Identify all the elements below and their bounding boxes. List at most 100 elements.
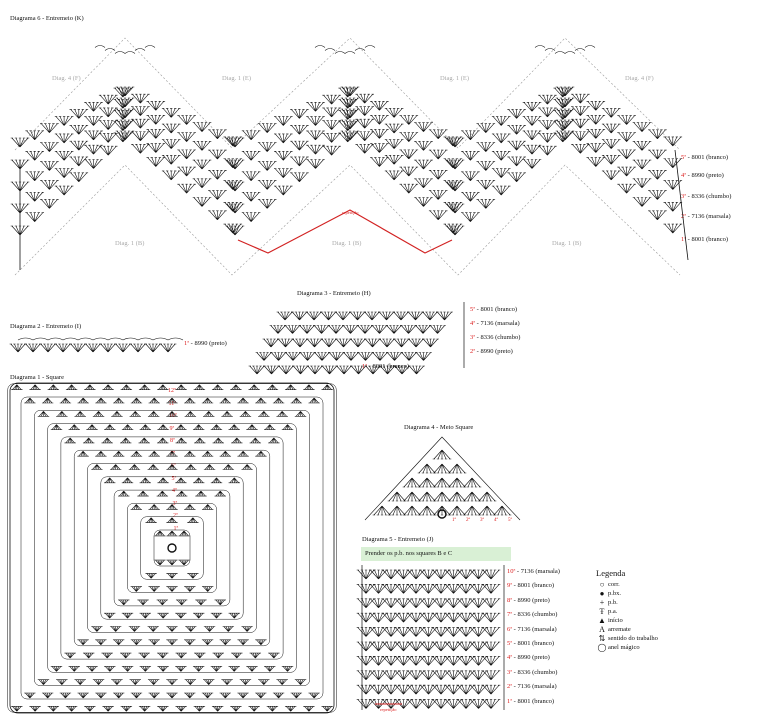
stitch-fan (369, 569, 388, 580)
stitch-fan (193, 477, 205, 484)
square-round (47, 423, 297, 673)
stitch-fan (369, 584, 388, 594)
stitch-fan (148, 504, 160, 510)
diagram3-title: Diagrama 3 - Entremeio (H) (297, 290, 371, 297)
stitch-fan (538, 94, 557, 105)
stitch-fan (381, 641, 401, 652)
stitch-fan (338, 87, 357, 98)
stitch-fan (157, 424, 169, 430)
stitch-fan (384, 108, 404, 118)
stitch-fan (201, 692, 214, 699)
chain-loop (152, 337, 169, 341)
stitch-fan (101, 652, 113, 659)
stitch-fan (68, 666, 80, 672)
stitch-fan (166, 586, 178, 592)
stitch-fan (338, 110, 357, 120)
stitch-fan (146, 100, 166, 111)
stitch-fan (456, 641, 476, 652)
stitch-fan (444, 699, 463, 709)
chain-loop (104, 48, 116, 51)
stitch-fan (369, 598, 388, 609)
stitch-fan (178, 530, 190, 537)
stitch-fan (99, 343, 117, 353)
stitch-fan (538, 133, 557, 143)
stitch-fan (264, 424, 276, 430)
stitch-fan (469, 641, 488, 652)
stitch-fan (166, 504, 178, 510)
round-number: 4ª (172, 488, 177, 494)
stitch-fan (356, 699, 376, 709)
stitch-fan (272, 397, 285, 404)
chain-loop (107, 337, 124, 341)
stitch-fan (201, 639, 214, 646)
stitch-fan (428, 129, 448, 140)
stitch-fan (121, 424, 134, 430)
stitch-fan (146, 115, 166, 125)
stitch-fan (139, 424, 152, 430)
stitch-fan (407, 311, 424, 321)
stitch-fan (113, 87, 133, 98)
stitch-fan (387, 505, 407, 516)
stitch-fan (210, 424, 223, 430)
stitch-fan (69, 343, 87, 353)
stitch-fan (355, 131, 374, 141)
stitch-fan (82, 652, 95, 659)
stitch-fan (284, 384, 297, 390)
chain-loop (137, 337, 154, 341)
round-number: 8ª (170, 438, 175, 444)
stitch-fan (113, 397, 125, 404)
stitch-fan (156, 490, 169, 497)
square-round (73, 449, 271, 647)
diagram5-row-label: 6ª - 7136 (marsala) (507, 625, 557, 633)
stitch-fan (225, 181, 245, 192)
stitch-fan (356, 656, 376, 666)
direction-icon: ⇅ (598, 634, 606, 643)
stitch-fan (648, 210, 667, 221)
stitch-fan (378, 311, 395, 321)
stitch-fan (166, 517, 178, 523)
diagram6-top-label: Diag. 4 (F) (625, 75, 654, 82)
stitch-fan (492, 505, 512, 516)
stitch-fan (98, 120, 118, 130)
stitch-fan (507, 109, 526, 119)
stitch-fan (444, 684, 463, 695)
stitch-fan (370, 157, 389, 167)
stitch-fan (95, 397, 107, 404)
stitch-fan (210, 477, 223, 484)
stitch-fan (340, 86, 360, 97)
chain-loop (122, 337, 139, 341)
stitch-fan (349, 311, 366, 321)
stitch-fan (356, 325, 374, 334)
stitch-fan (177, 183, 196, 194)
stitch-fan (444, 612, 463, 623)
stitch-fan (161, 139, 181, 149)
stitch-fan (166, 397, 178, 404)
stitch-fan (29, 706, 41, 712)
stitch-fan (481, 670, 501, 681)
diagram5-row-label: 8ª - 8990 (preto) (507, 596, 550, 604)
stitch-fan (50, 666, 63, 672)
stitch-fan (148, 397, 160, 404)
stitch-fan (406, 569, 426, 580)
stitch-fan (507, 124, 526, 135)
stitch-fan (195, 599, 207, 606)
square-round (153, 529, 191, 567)
stitch-fan (184, 450, 196, 457)
stitch-fan (112, 639, 125, 646)
stitch-fan (40, 142, 59, 152)
stitch-fan (84, 116, 103, 126)
stitch-fan (115, 130, 135, 141)
stitch-fan (255, 450, 267, 457)
stitch-fan (290, 692, 303, 699)
stitch-fan (335, 365, 353, 375)
stitch-fan (40, 161, 59, 171)
stitch-fan (417, 491, 437, 502)
stitch-fan (128, 626, 141, 632)
diagram2-title: Diagrama 2 - Entremeio (I) (10, 323, 82, 330)
stitch-fan (571, 106, 590, 116)
stitch-fan (632, 159, 652, 170)
stitch-fan (469, 584, 488, 594)
stitch-fan (241, 171, 261, 181)
stitch-fan (444, 670, 463, 681)
stitch-fan (290, 140, 309, 151)
